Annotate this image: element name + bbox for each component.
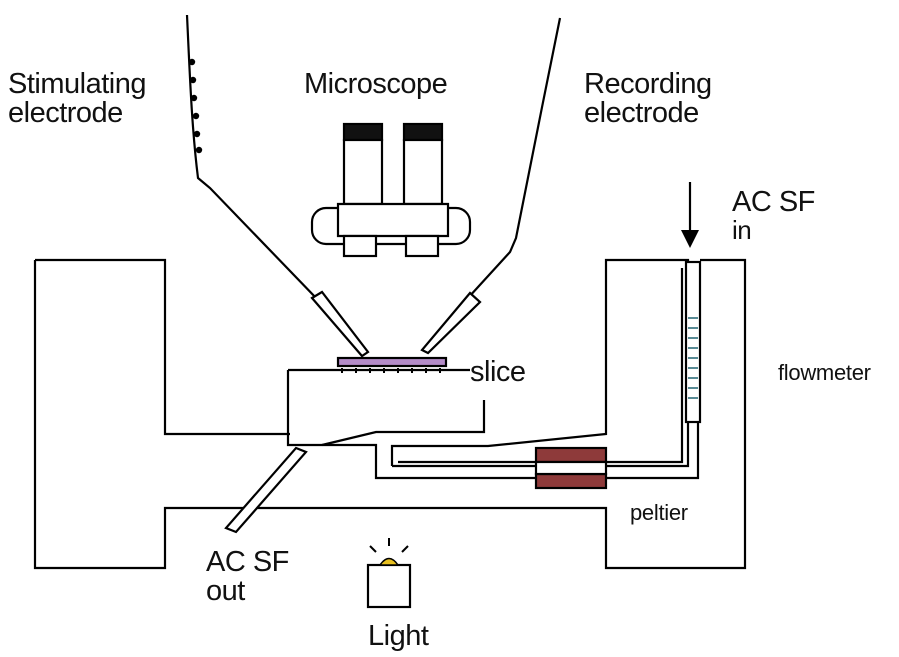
peltier-label: peltier	[630, 500, 688, 525]
bath-reservoir	[33, 258, 747, 570]
peltier-element	[534, 446, 608, 490]
light-box	[366, 563, 412, 609]
acsf-in-line-1: AC SF	[732, 186, 815, 218]
stimulating-electrode-line-2: electrode	[8, 97, 123, 129]
flowmeter	[684, 260, 702, 424]
inflow-tube-inner	[604, 268, 700, 480]
acsf-out-line-2: out	[206, 575, 245, 607]
acsf-in-label: AC SF in	[732, 186, 815, 245]
flowmeter-graduations	[688, 317, 698, 399]
slice	[336, 356, 448, 368]
microscope-label: Microscope	[304, 68, 448, 100]
stimulating-electrode-coil	[188, 58, 203, 154]
microscope-icon	[310, 122, 472, 258]
light-bulb	[378, 557, 400, 566]
light-label: Light	[368, 620, 429, 652]
stimulating-electrode-label: Stimulating electrode	[8, 70, 146, 128]
flowmeter-label: flowmeter	[778, 360, 871, 385]
slice-label: slice	[470, 356, 526, 388]
acsf-in-line-2: in	[732, 215, 752, 245]
stimulating-electrode-wire	[185, 14, 356, 346]
recording-electrode-wire	[467, 17, 562, 299]
recording-electrode-line-2: electrode	[584, 97, 699, 129]
recording-electrode-pipette	[420, 291, 482, 355]
acsf-in-arrow-head	[681, 230, 699, 248]
slice-pins	[341, 368, 441, 373]
inflow-tube	[390, 258, 690, 468]
recording-electrode-label: Recording electrode	[584, 70, 712, 128]
stimulating-electrode-line-1: Stimulating	[8, 68, 146, 100]
stimulating-electrode-pipette	[310, 290, 370, 358]
light-rays	[369, 538, 409, 553]
recording-electrode-line-1: Recording	[584, 68, 712, 100]
acsf-out-tube	[224, 446, 308, 534]
chamber-inner-step	[321, 400, 486, 447]
acsf-out-line-1: AC SF	[206, 546, 289, 578]
acsf-out-label: AC SF out	[206, 548, 289, 606]
